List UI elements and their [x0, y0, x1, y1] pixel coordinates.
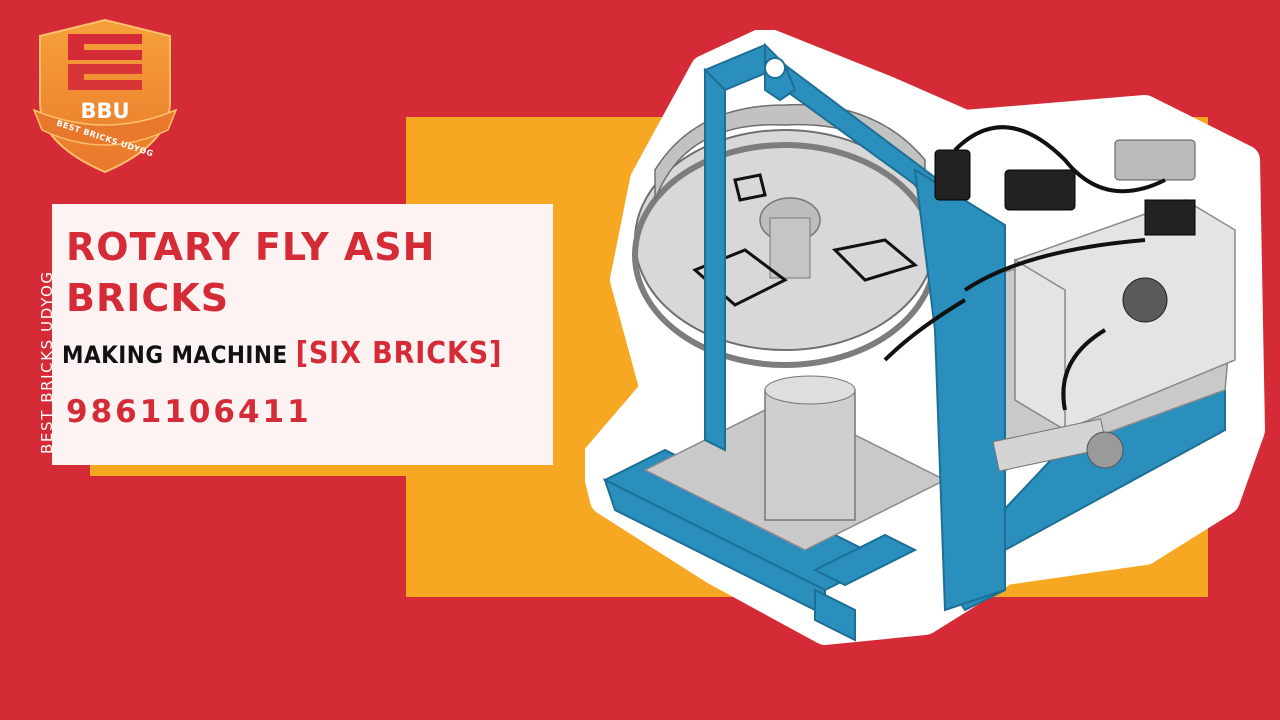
subtitle-making-machine: MAKING MACHINE — [62, 341, 296, 369]
bbu-logo: BBU BEST BRICKS UDYOG — [30, 14, 180, 174]
shield-logo-icon: BBU — [32, 18, 178, 174]
rotary-brick-machine-illustration — [580, 27, 1265, 650]
subtitle-six-bricks: [SIX BRICKS] — [295, 336, 503, 371]
product-subtitle: MAKING MACHINE [SIX BRICKS] — [62, 336, 502, 371]
title-line-1: ROTARY FLY ASH — [66, 225, 436, 269]
logo-text: BBU — [80, 99, 129, 123]
title-card: ROTARY FLY ASH BRICKS MAKING MACHINE [SI… — [52, 204, 553, 465]
title-line-2: BRICKS — [66, 276, 230, 320]
product-title: ROTARY FLY ASH BRICKS — [66, 222, 435, 324]
phone-number: 9861106411 — [66, 394, 312, 430]
